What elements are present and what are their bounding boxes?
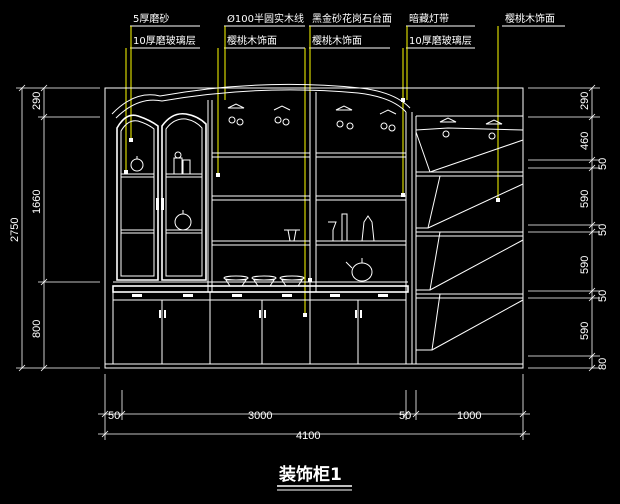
dim-b-1000: 1000 bbox=[457, 410, 481, 422]
title-text: 装饰柜1 bbox=[278, 464, 342, 485]
cabinet bbox=[104, 83, 524, 369]
annotation-cherry-veneer-1: 樱桃木饰面 bbox=[227, 34, 277, 47]
dim-r-80: 80 bbox=[597, 358, 609, 370]
glass-door-right bbox=[161, 112, 207, 281]
annotation-cherry-veneer-3: 樱桃木饰面 bbox=[505, 12, 555, 25]
annotation-glass-shelf-2: 10厚磨玻璃层 bbox=[409, 34, 472, 47]
annotation-cherry-veneer-2: 樱桃木饰面 bbox=[312, 34, 362, 47]
annotation-glass-shelf: 10厚磨玻璃层 bbox=[133, 34, 196, 47]
dim-b-3000: 3000 bbox=[248, 410, 272, 422]
dim-1660: 1660 bbox=[31, 190, 43, 214]
dim-290: 290 bbox=[31, 92, 43, 110]
dim-2750: 2750 bbox=[9, 218, 21, 242]
decor-objects bbox=[130, 151, 375, 287]
left-dimensions: 290 1660 800 2750 bbox=[9, 84, 100, 372]
annotation-underlines bbox=[130, 25, 565, 49]
side-shelves bbox=[415, 127, 524, 351]
open-shelves bbox=[212, 152, 406, 246]
dim-r-590b: 590 bbox=[579, 256, 591, 274]
granite-countertop bbox=[112, 285, 409, 293]
annotation-half-round-molding: Ø100半圆实木线 bbox=[227, 12, 304, 25]
drawer-pulls bbox=[132, 294, 388, 318]
dim-b-50a: 50 bbox=[108, 410, 120, 422]
right-dimensions: 290 460 50 590 50 590 50 590 80 bbox=[528, 84, 609, 372]
dim-r-50a: 50 bbox=[597, 158, 609, 170]
glass-door-left bbox=[116, 114, 159, 281]
annotation-granite-top: 黑金砂花岗石台面 bbox=[312, 12, 392, 25]
dim-800: 800 bbox=[31, 320, 43, 338]
dim-r-590a: 590 bbox=[579, 190, 591, 208]
dim-r-590c: 590 bbox=[579, 322, 591, 340]
ceiling-lights bbox=[227, 103, 503, 140]
arch-top bbox=[111, 83, 411, 115]
dim-b-4100: 4100 bbox=[296, 430, 320, 442]
dim-r-460: 460 bbox=[579, 132, 591, 150]
dim-b-50b: 50 bbox=[399, 410, 411, 422]
leader-dots bbox=[124, 98, 500, 317]
annotation-hidden-lightstrip: 暗藏灯带 bbox=[409, 12, 449, 25]
cabinet-outline bbox=[104, 87, 524, 369]
dim-r-290: 290 bbox=[579, 92, 591, 110]
dim-r-50c: 50 bbox=[597, 290, 609, 302]
annotation-frosted-glass: 5厚磨砂 bbox=[133, 12, 169, 25]
lower-cabinets bbox=[112, 291, 407, 365]
dim-r-50b: 50 bbox=[597, 224, 609, 236]
drawing-title: 装饰柜1 bbox=[277, 464, 352, 491]
bottom-dimensions: 50 3000 50 1000 4100 bbox=[98, 374, 530, 442]
